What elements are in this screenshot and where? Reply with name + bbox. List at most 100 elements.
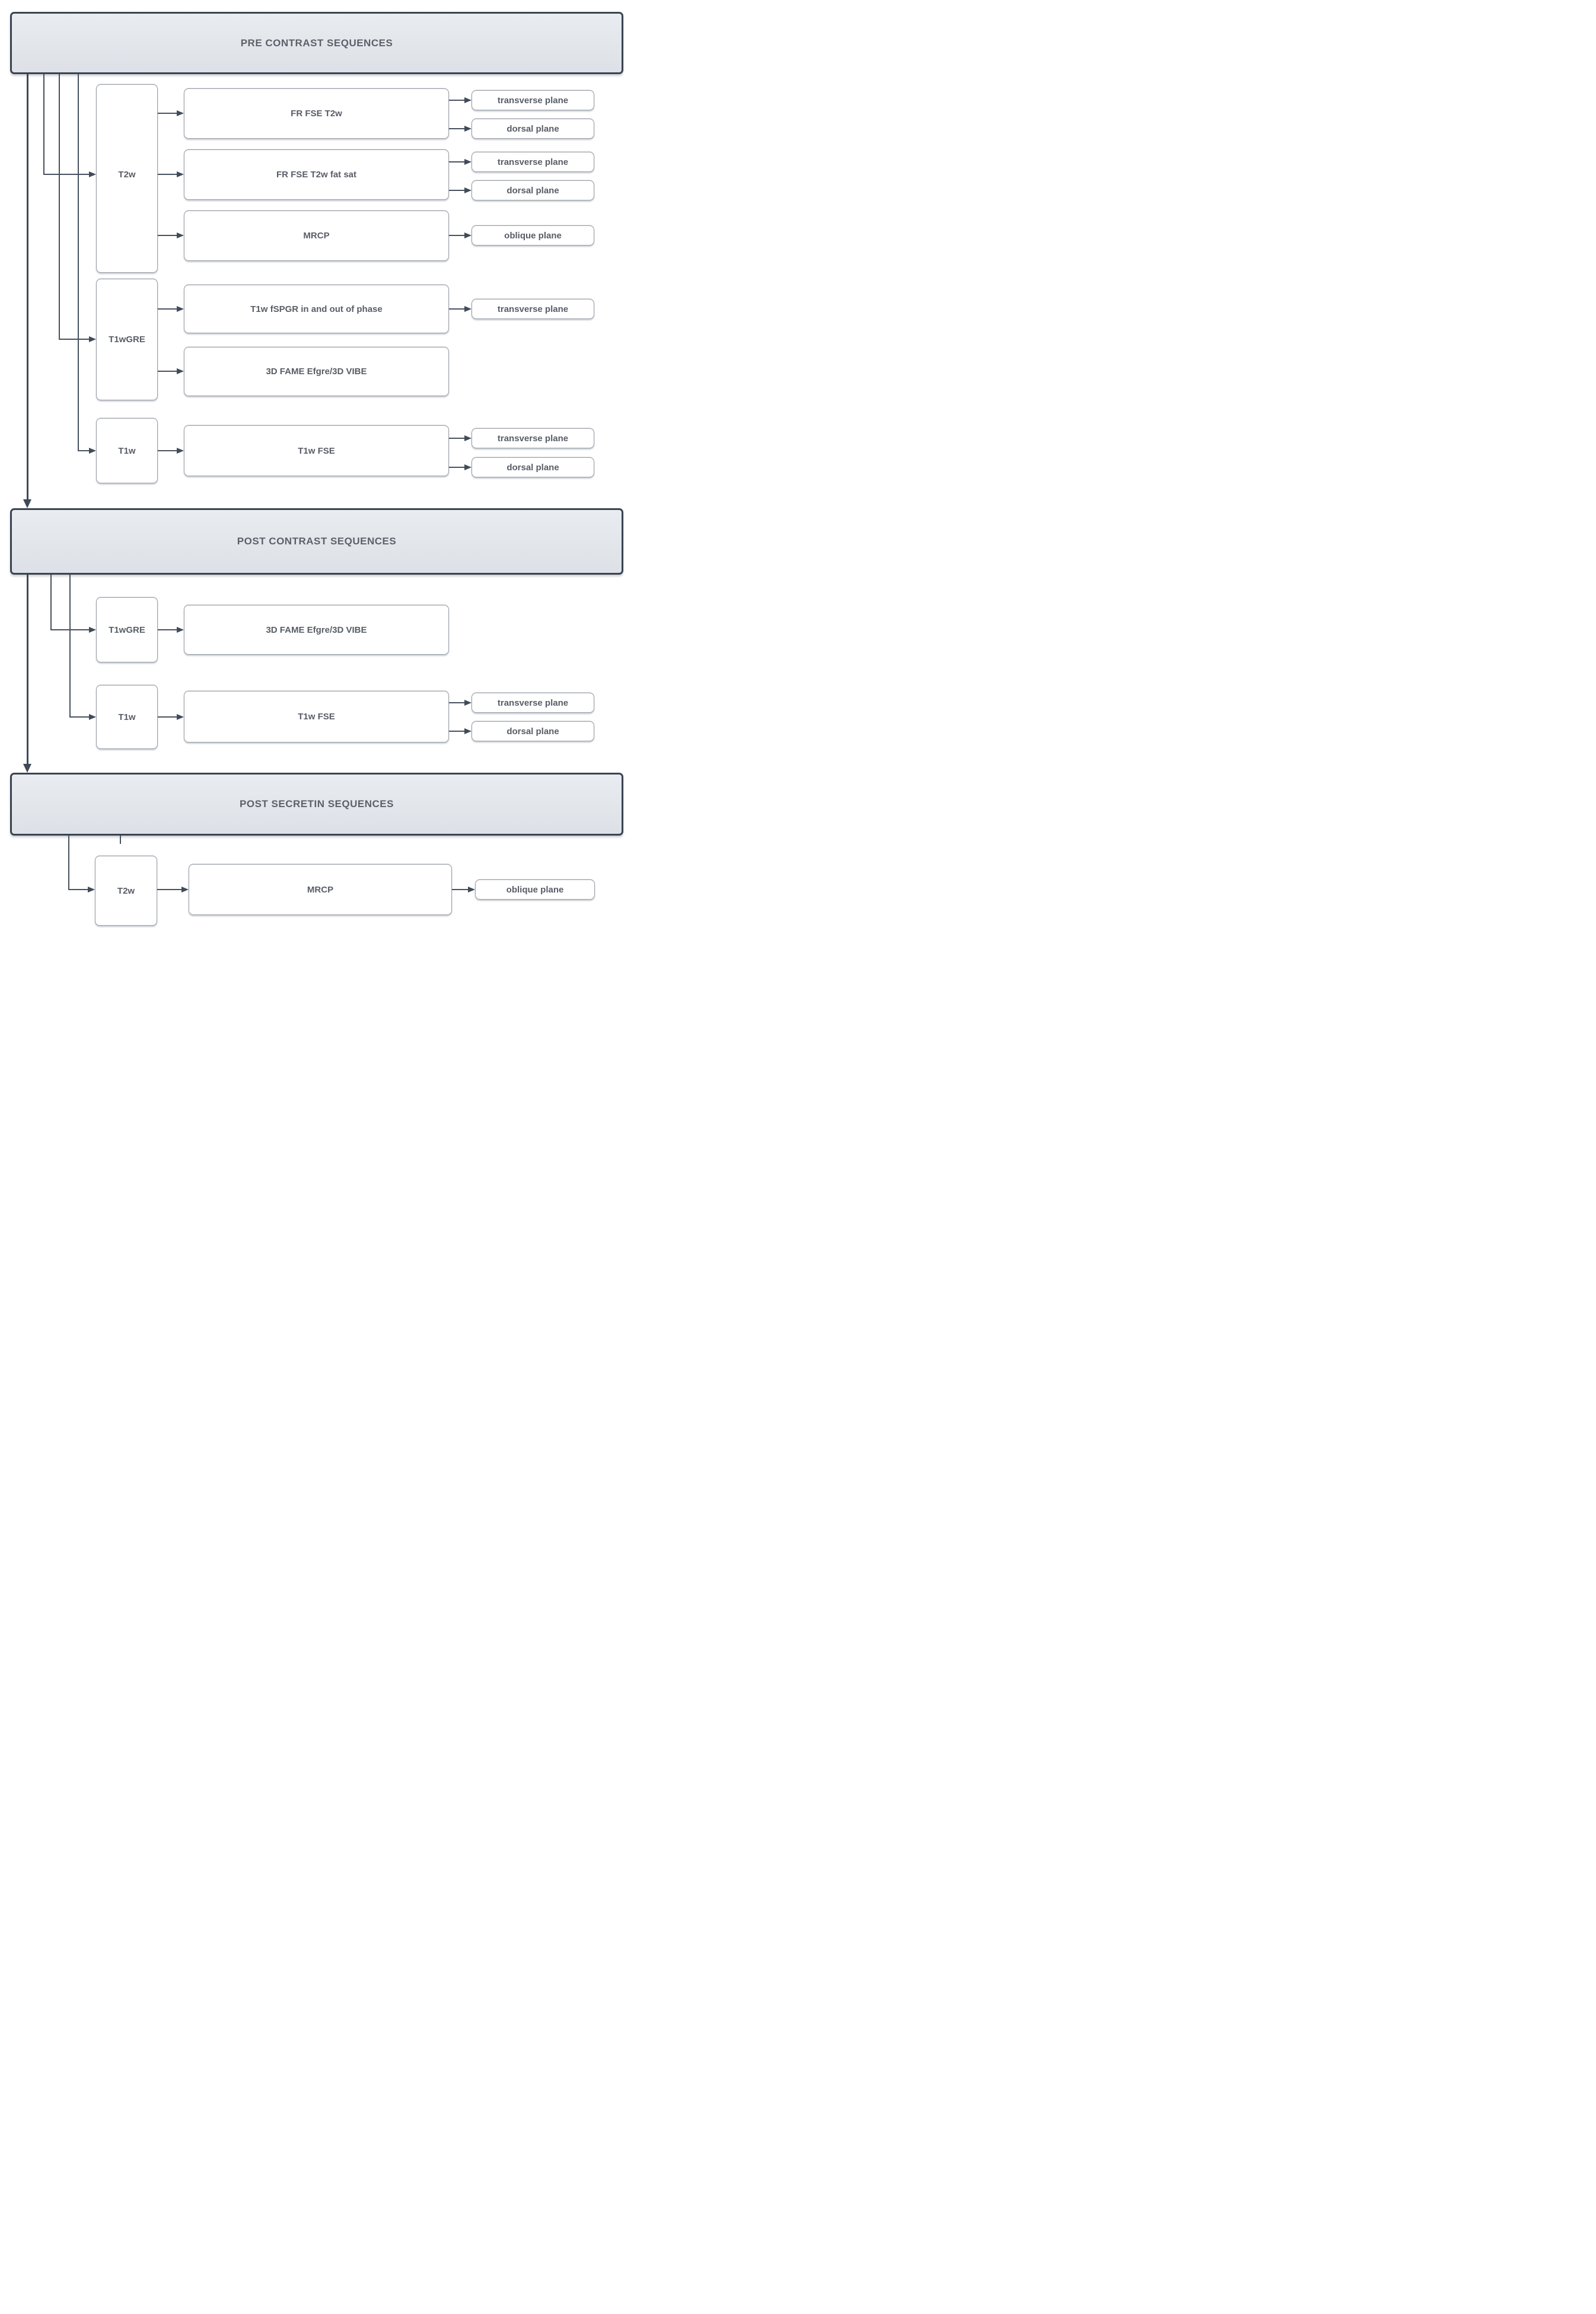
- node-label: transverse plane: [497, 697, 569, 708]
- connector-line: [59, 74, 60, 340]
- plane-oblique: oblique plane: [472, 225, 594, 246]
- connector-line: [449, 702, 464, 703]
- arrowhead-right-icon: [89, 336, 96, 342]
- connector-line: [449, 467, 464, 468]
- node-t1w-post: T1w: [96, 685, 158, 749]
- node-mrcp-secretin: MRCP: [189, 864, 452, 915]
- connector-line: [158, 450, 177, 451]
- connector-line: [78, 74, 79, 451]
- plane-dorsal: dorsal plane: [472, 119, 594, 139]
- node-label: oblique plane: [506, 884, 564, 895]
- node-label: transverse plane: [497, 95, 569, 106]
- node-label: transverse plane: [497, 433, 569, 444]
- connector-line: [449, 100, 464, 101]
- connector-line: [43, 174, 89, 175]
- connector-line: [158, 235, 177, 236]
- node-label: T1wGRE: [109, 624, 145, 635]
- node-label: T2w: [118, 169, 136, 180]
- node-t1w-fspgr: T1w fSPGR in and out of phase: [184, 285, 449, 333]
- section-header-label: POST CONTRAST SEQUENCES: [237, 536, 397, 547]
- node-label: T1w: [118, 712, 136, 722]
- connector-line: [27, 575, 28, 764]
- arrowhead-right-icon: [177, 627, 184, 633]
- node-label: oblique plane: [504, 230, 562, 241]
- node-label: T1w fSPGR in and out of phase: [250, 304, 383, 314]
- arrowhead-right-icon: [177, 232, 184, 238]
- section-header-label: PRE CONTRAST SEQUENCES: [240, 37, 393, 49]
- arrowhead-down-icon: [23, 499, 31, 508]
- plane-transverse: transverse plane: [472, 152, 594, 172]
- node-t2w-pre: T2w: [96, 84, 158, 273]
- arrowhead-right-icon: [177, 110, 184, 116]
- node-t1w-pre: T1w: [96, 418, 158, 483]
- arrowhead-right-icon: [464, 435, 472, 441]
- node-label: transverse plane: [497, 304, 569, 314]
- node-fr-fse-t2w-fat-sat: FR FSE T2w fat sat: [184, 149, 449, 200]
- plane-dorsal: dorsal plane: [472, 180, 594, 200]
- arrowhead-right-icon: [464, 700, 472, 706]
- connector-line: [158, 629, 177, 630]
- node-3d-fame-pre: 3D FAME Efgre/3D VIBE: [184, 347, 449, 396]
- node-label: transverse plane: [497, 157, 569, 167]
- section-header-post-contrast: POST CONTRAST SEQUENCES: [10, 508, 623, 575]
- connector-line: [449, 190, 464, 191]
- arrowhead-right-icon: [89, 714, 96, 720]
- connector-line: [449, 161, 464, 162]
- arrowhead-right-icon: [464, 159, 472, 165]
- node-t2w-secretin: T2w: [95, 856, 157, 926]
- node-t1wgre-pre: T1wGRE: [96, 279, 158, 400]
- arrowhead-right-icon: [464, 232, 472, 238]
- arrowhead-right-icon: [89, 171, 96, 177]
- node-label: FR FSE T2w fat sat: [276, 170, 357, 180]
- plane-transverse: transverse plane: [472, 90, 594, 110]
- arrowhead-right-icon: [464, 97, 472, 103]
- node-label: dorsal plane: [506, 123, 559, 134]
- arrowhead-right-icon: [89, 627, 96, 633]
- arrowhead-right-icon: [181, 887, 189, 893]
- node-label: dorsal plane: [506, 185, 559, 196]
- connector-line: [59, 339, 89, 340]
- connector-line: [452, 889, 468, 890]
- connector-line: [69, 575, 71, 718]
- arrowhead-down-icon: [23, 764, 31, 773]
- node-3d-fame-post: 3D FAME Efgre/3D VIBE: [184, 605, 449, 655]
- connector-line: [158, 308, 177, 310]
- connector-stub-line: [120, 836, 121, 844]
- arrowhead-right-icon: [468, 887, 475, 893]
- plane-transverse: transverse plane: [472, 693, 594, 713]
- connector-line: [50, 575, 52, 630]
- arrowhead-right-icon: [464, 126, 472, 132]
- arrowhead-right-icon: [177, 368, 184, 374]
- node-label: dorsal plane: [506, 462, 559, 473]
- plane-transverse: transverse plane: [472, 428, 594, 448]
- node-label: dorsal plane: [506, 726, 559, 737]
- node-label: MRCP: [307, 884, 334, 895]
- arrowhead-right-icon: [464, 187, 472, 193]
- connector-line: [158, 113, 177, 114]
- flowchart: PRE CONTRAST SEQUENCES POST CONTRAST SEQ…: [0, 0, 641, 929]
- section-header-label: POST SECRETIN SEQUENCES: [240, 798, 394, 809]
- arrowhead-right-icon: [89, 448, 96, 454]
- connector-line: [43, 74, 44, 175]
- node-label: T1w FSE: [298, 712, 335, 722]
- plane-dorsal: dorsal plane: [472, 457, 594, 477]
- node-t1wgre-post: T1wGRE: [96, 597, 158, 662]
- arrowhead-right-icon: [464, 728, 472, 734]
- arrowhead-right-icon: [88, 887, 95, 893]
- node-label: T1wGRE: [109, 334, 145, 345]
- node-fr-fse-t2w: FR FSE T2w: [184, 88, 449, 139]
- connector-line: [157, 889, 181, 890]
- arrowhead-right-icon: [464, 464, 472, 470]
- node-mrcp-pre: MRCP: [184, 211, 449, 261]
- connector-line: [449, 438, 464, 439]
- arrowhead-right-icon: [177, 714, 184, 720]
- connector-line: [449, 308, 464, 310]
- plane-transverse: transverse plane: [472, 299, 594, 319]
- node-label: 3D FAME Efgre/3D VIBE: [266, 624, 367, 635]
- connector-line: [69, 716, 89, 718]
- connector-line: [449, 235, 464, 236]
- node-label: MRCP: [303, 231, 330, 241]
- node-label: T1w FSE: [298, 445, 335, 456]
- node-t1w-fse-post: T1w FSE: [184, 691, 449, 742]
- arrowhead-right-icon: [464, 306, 472, 312]
